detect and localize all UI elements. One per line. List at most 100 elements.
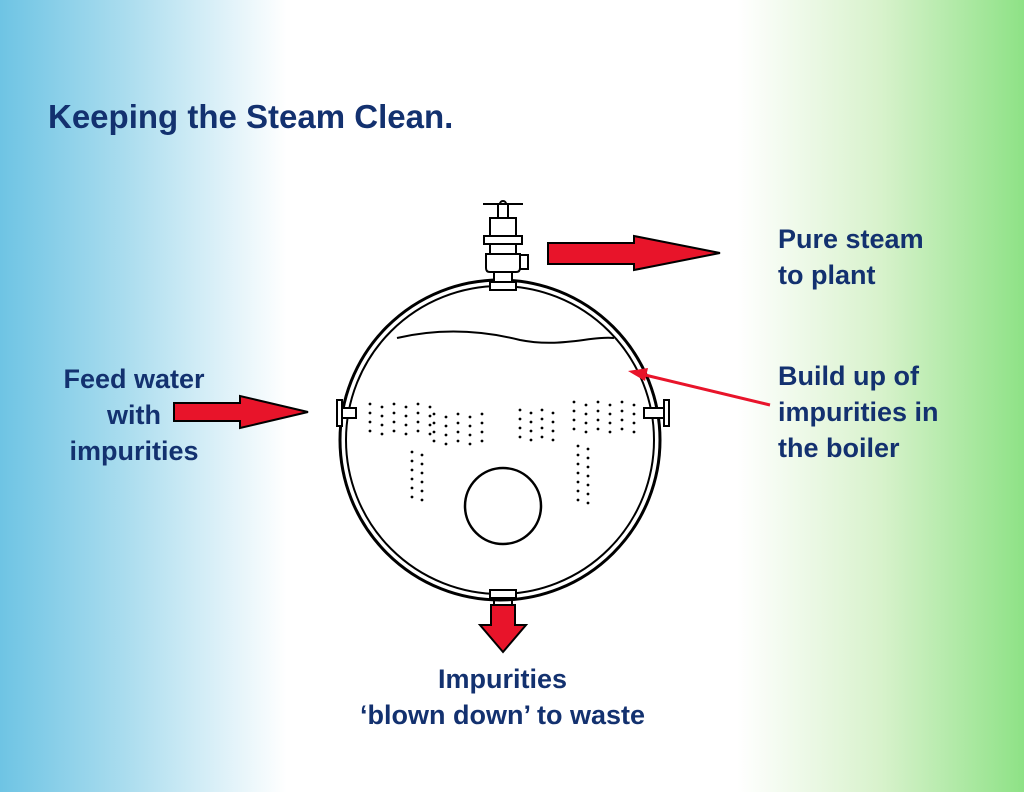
impurity-dot: [420, 498, 424, 502]
impurity-dot: [586, 483, 590, 487]
water-level-line: [396, 330, 615, 344]
impurity-dot: [404, 423, 408, 427]
side-nozzle-right: [643, 399, 670, 427]
impurity-dot: [596, 427, 600, 431]
impurity-dot: [456, 421, 460, 425]
build-up-line-3: the boiler: [778, 433, 900, 463]
impurity-dot: [572, 409, 576, 413]
impurity-dot: [480, 421, 484, 425]
impurity-dot: [456, 412, 460, 416]
impurity-dot: [620, 418, 624, 422]
impurity-dot: [576, 480, 580, 484]
impurity-dot: [540, 426, 544, 430]
impurity-dot: [576, 462, 580, 466]
impurity-dot: [576, 444, 580, 448]
impurity-dot: [518, 408, 522, 412]
impurity-dot: [380, 432, 384, 436]
steam-out-arrow: [547, 234, 721, 272]
impurity-dot: [432, 412, 436, 416]
impurity-dot: [428, 405, 432, 409]
impurity-dot: [468, 415, 472, 419]
impurity-dot: [392, 411, 396, 415]
impurity-dot: [586, 492, 590, 496]
impurity-dot: [576, 453, 580, 457]
impurity-dot: [586, 456, 590, 460]
build-up-label: Build up of impurities in the boiler: [778, 358, 939, 466]
feed-water-line-3: impurities: [69, 436, 199, 466]
furnace-tube: [463, 466, 543, 546]
impurity-dot: [420, 462, 424, 466]
impurity-dot: [410, 486, 414, 490]
impurity-dot: [416, 411, 420, 415]
impurity-dot: [410, 495, 414, 499]
impurity-dot: [380, 414, 384, 418]
impurity-dot: [444, 415, 448, 419]
impurity-dot: [620, 427, 624, 431]
impurity-dot: [632, 403, 636, 407]
impurity-dot: [480, 439, 484, 443]
impurity-dot: [584, 412, 588, 416]
impurity-dot: [529, 420, 533, 424]
impurity-dot: [608, 421, 612, 425]
impurity-dot: [404, 432, 408, 436]
impurity-dot: [392, 420, 396, 424]
impurity-dot: [596, 418, 600, 422]
blowdown-nozzle: [489, 589, 517, 604]
impurity-dot: [518, 435, 522, 439]
feed-nozzle: [336, 399, 357, 427]
impurity-dot: [586, 465, 590, 469]
impurity-dot: [416, 429, 420, 433]
impurity-dot: [576, 471, 580, 475]
impurity-dot: [410, 468, 414, 472]
impurity-dot: [380, 405, 384, 409]
feed-water-line-1: Feed water: [63, 364, 205, 394]
blown-down-line-2: ‘blown down’ to waste: [359, 700, 645, 730]
impurity-dot: [518, 426, 522, 430]
impurity-dot: [368, 402, 372, 406]
impurity-dot: [529, 438, 533, 442]
impurity-dot: [584, 403, 588, 407]
impurity-dot: [551, 438, 555, 442]
impurity-dot: [456, 439, 460, 443]
impurity-dot: [529, 411, 533, 415]
impurity-dot: [480, 412, 484, 416]
feed-water-line-2: with: [107, 400, 161, 430]
impurity-dot: [420, 453, 424, 457]
impurity-dot: [632, 430, 636, 434]
impurity-dot: [468, 433, 472, 437]
impurity-dot: [540, 408, 544, 412]
impurity-dot: [420, 489, 424, 493]
impurity-dots: [368, 400, 636, 505]
impurity-dot: [444, 442, 448, 446]
build-up-line-2: impurities in: [778, 397, 939, 427]
impurity-dot: [416, 420, 420, 424]
impurity-dot: [432, 439, 436, 443]
impurity-dot: [420, 471, 424, 475]
impurity-dot: [576, 489, 580, 493]
blown-down-line-1: Impurities: [437, 664, 568, 694]
slide-title: Keeping the Steam Clean.: [48, 98, 454, 135]
impurity-dot: [410, 477, 414, 481]
impurity-dot: [586, 501, 590, 505]
impurity-dot: [428, 423, 432, 427]
pure-steam-line-2: to plant: [778, 260, 876, 290]
impurity-dot: [428, 414, 432, 418]
impurity-dot: [416, 402, 420, 406]
impurity-dot: [468, 442, 472, 446]
impurity-dot: [620, 400, 624, 404]
impurity-dot: [420, 480, 424, 484]
impurity-dot: [608, 403, 612, 407]
impurity-dot: [596, 409, 600, 413]
impurity-dot: [432, 430, 436, 434]
impurity-dot: [584, 421, 588, 425]
build-up-pointer-arrow: [628, 368, 771, 407]
boiler-drum: [338, 278, 662, 602]
impurity-dot: [432, 421, 436, 425]
blowdown-arrow: [477, 604, 529, 654]
impurity-dot: [428, 432, 432, 436]
feed-in-arrow: [173, 394, 309, 430]
impurity-dot: [444, 433, 448, 437]
build-up-line-1: Build up of: [778, 361, 919, 391]
impurity-dot: [392, 429, 396, 433]
